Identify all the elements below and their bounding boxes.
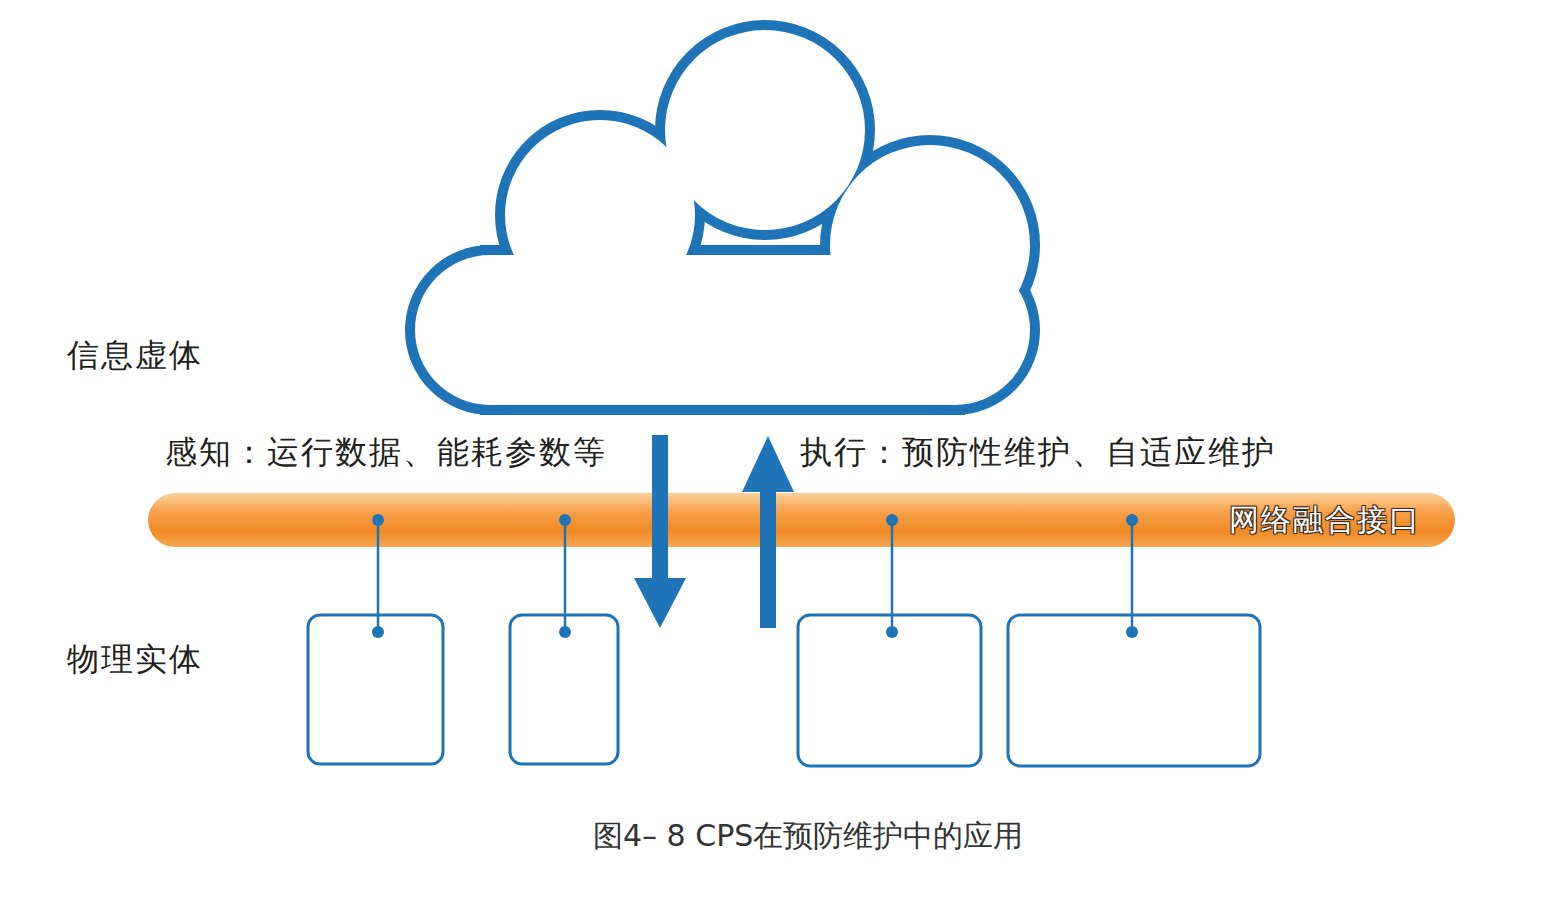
physical-images: [308, 615, 1260, 766]
up-arrow-shaft: [760, 493, 776, 547]
side-label: 执行：预防性维护、自适应维护: [800, 433, 1276, 471]
virtual-machine: [598, 236, 723, 375]
physical-line: [1008, 615, 1260, 766]
interface-band: 网络融合接口: [148, 493, 1455, 547]
down-arrow-head: [634, 578, 686, 628]
band-dot: [559, 514, 571, 526]
cloud-fill: [415, 30, 1030, 405]
band-dot: [886, 514, 898, 526]
image-frame: [308, 615, 443, 764]
cloud-outline: [415, 30, 1030, 405]
up-arrow-head: [742, 436, 794, 492]
band-dot: [1126, 514, 1138, 526]
figure-caption: 图4– 8 CPS在预防维护中的应用: [593, 818, 1023, 854]
physical-machine: [308, 615, 443, 764]
virtual-line: [741, 236, 975, 375]
up-arrow-shaft: [760, 490, 776, 628]
physical-cell: [798, 615, 981, 766]
band-label: 网络融合接口: [1229, 502, 1421, 538]
image-frame: [1008, 615, 1260, 766]
down-arrow-shaft: [652, 493, 668, 547]
virtual-cell: [684, 90, 832, 212]
down-arrow-shaft: [652, 435, 668, 585]
band-wires: [378, 547, 1132, 632]
virtual-robot: [477, 236, 580, 375]
image-frame: [798, 615, 981, 766]
side-label: 感知：运行数据、能耗参数等: [165, 433, 607, 471]
image-frame: [510, 615, 618, 764]
device-dots: [372, 626, 1138, 638]
side-label: 信息虚体: [67, 336, 203, 374]
band-dot: [372, 514, 384, 526]
virtual-images: [477, 90, 975, 375]
physical-robot: [510, 615, 618, 764]
side-label: 物理实体: [67, 640, 203, 678]
